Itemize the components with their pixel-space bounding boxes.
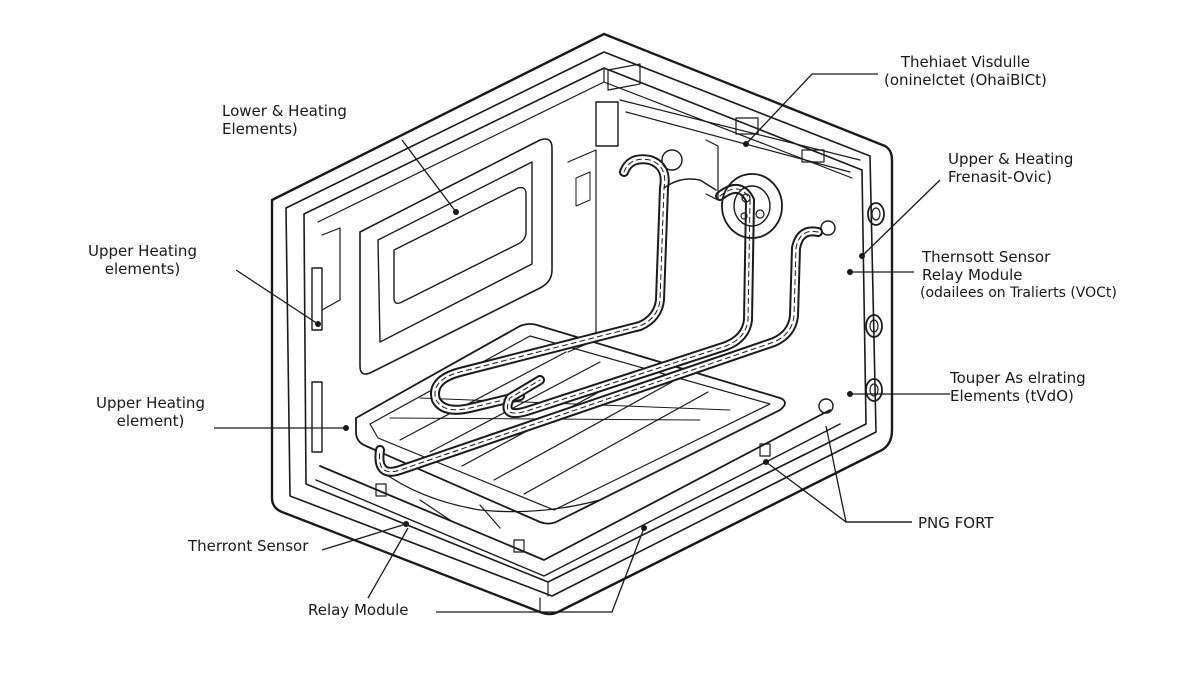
label-top-module: Thehiaet Visdulle (oninelctet (OhaiBlCt) xyxy=(884,53,1047,89)
label-line: Thehiaet Visdulle xyxy=(900,53,1030,71)
leader-tips xyxy=(315,141,865,531)
leader-lines xyxy=(214,73,950,613)
label-line: Upper Heating xyxy=(96,394,205,412)
label-relay-module-bottom: Relay Module xyxy=(308,601,409,619)
label-line: Upper & Heating xyxy=(948,150,1074,168)
heating-element-tube xyxy=(374,154,836,477)
label-line: elements) xyxy=(104,260,181,278)
label-lower-heating: Lower & Heating Elements) xyxy=(222,102,347,138)
thermostat-module xyxy=(595,63,861,239)
label-line: Elements (tVdO) xyxy=(950,387,1074,405)
label-touper-heating: Touper As elrating Elements (tVdO) xyxy=(950,369,1086,405)
back-wall-window xyxy=(359,138,597,375)
oven-housing xyxy=(270,32,894,616)
label-png-fort: PNG FORT xyxy=(918,514,994,532)
label-thermost-sensor-right: Thernsott Sensor Relay Module (odailees … xyxy=(920,248,1117,302)
label-line: Touper As elrating xyxy=(950,369,1086,387)
label-line: element) xyxy=(116,412,185,430)
label-line: Relay Module xyxy=(922,266,1023,284)
label-thermost-sensor-bottom: Therront Sensor xyxy=(188,537,309,555)
label-upper-heating-right: Upper & Heating Frenasit-Ovic) xyxy=(948,150,1073,186)
label-line: Lower & Heating xyxy=(222,102,347,120)
label-line: Frenasit-Ovic) xyxy=(948,168,1052,186)
label-line: Upper Heating xyxy=(88,242,197,260)
label-line: Thernsott Sensor xyxy=(922,248,1051,266)
label-line: (oninelctet (OhaiBlCt) xyxy=(884,71,1047,89)
label-line: Elements) xyxy=(222,120,298,138)
label-upper-heating-left: Upper Heating elements) xyxy=(88,242,197,278)
label-upper-heating-element: Upper Heating element) xyxy=(96,394,205,430)
label-line: (odailees on Tralierts (VOCt) xyxy=(920,285,1117,301)
oven-floor xyxy=(315,398,841,577)
